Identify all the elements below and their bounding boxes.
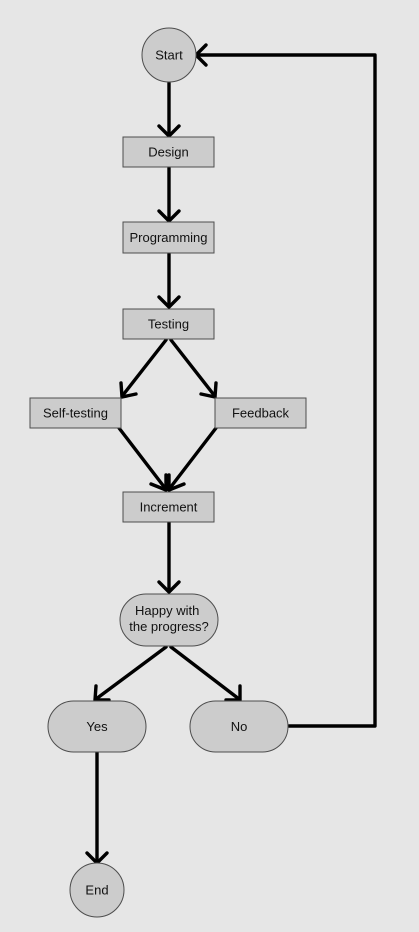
edge-increment-to-decision [157, 520, 181, 594]
node-yes: Yes [47, 700, 147, 753]
edge-programming-to-testing [157, 252, 181, 309]
node-no: No [189, 700, 289, 753]
node-self-testing: Self-testing [29, 397, 122, 429]
node-design-label: Design [148, 145, 188, 160]
node-feedback-label: Feedback [232, 406, 290, 421]
edge-decision-to-no [169, 645, 242, 702]
node-programming: Programming [122, 221, 215, 254]
node-increment-label: Increment [140, 500, 198, 515]
node-increment: Increment [122, 491, 215, 523]
edge-yes-to-end [85, 750, 109, 865]
node-start: Start [141, 27, 197, 83]
node-start-label: Start [155, 48, 183, 63]
node-testing: Testing [122, 308, 215, 340]
node-programming-label: Programming [129, 230, 207, 245]
node-end: End [69, 862, 125, 918]
edges [85, 43, 377, 865]
node-design: Design [122, 136, 215, 168]
edge-testing-to-self-testing [119, 338, 168, 399]
edge-no-to-start [194, 43, 377, 728]
node-self-testing-label: Self-testing [43, 406, 108, 421]
node-testing-label: Testing [148, 317, 189, 332]
edge-start-to-design [157, 81, 181, 138]
node-end-label: End [85, 883, 108, 898]
edge-self-testing-to-increment [117, 426, 168, 492]
edge-testing-to-feedback [169, 338, 218, 399]
edge-feedback-to-increment [167, 426, 218, 492]
node-no-label: No [231, 719, 248, 734]
edge-design-to-programming [157, 166, 181, 223]
edge-decision-to-yes [93, 645, 168, 702]
node-decision-label: Happy with the progress? [129, 603, 209, 634]
node-feedback: Feedback [214, 397, 307, 429]
node-yes-label: Yes [86, 719, 108, 734]
node-decision-line2: the progress? [129, 619, 209, 634]
node-decision: Happy with the progress? [119, 593, 219, 647]
node-decision-line1: Happy with [135, 603, 199, 618]
